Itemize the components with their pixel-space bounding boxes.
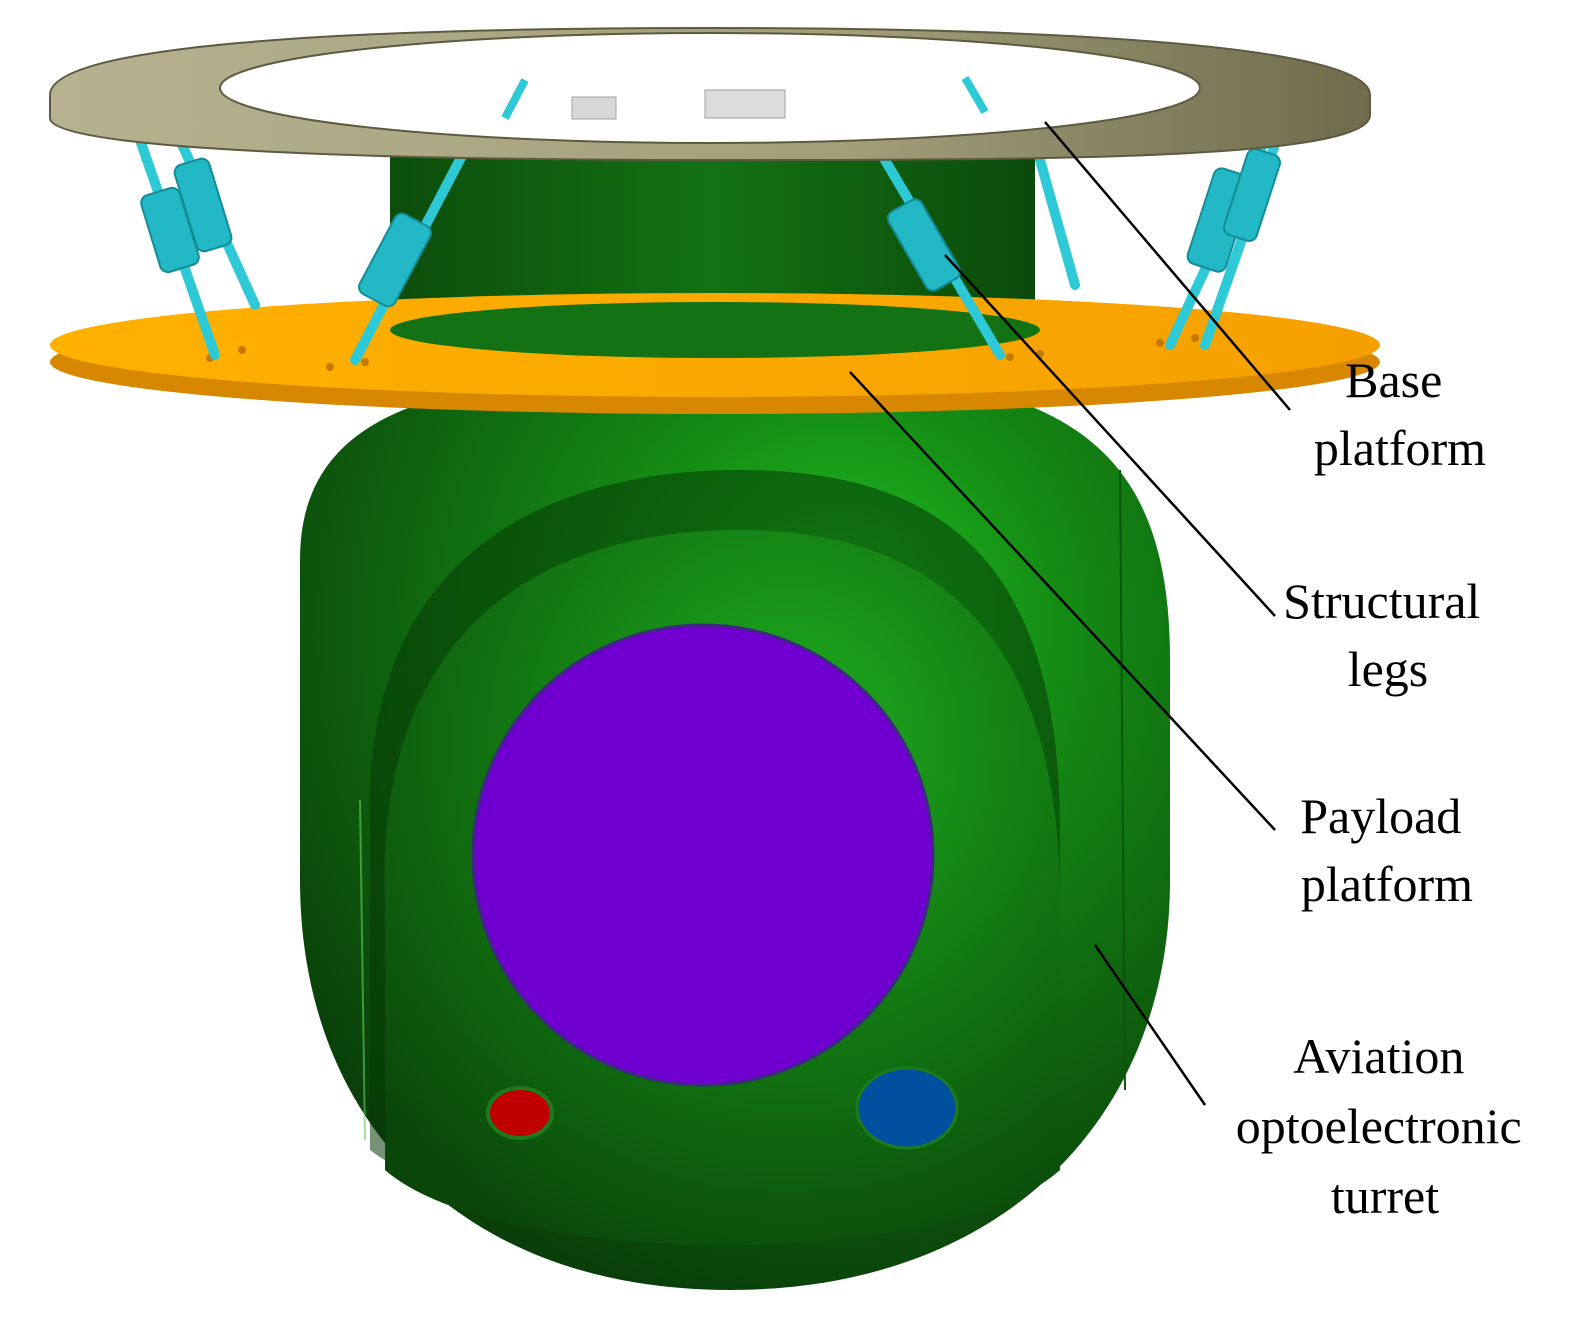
label-base-platform-line2: platform — [1314, 420, 1486, 476]
leader-payload-platform — [849, 371, 1276, 831]
payload-platform — [50, 293, 1380, 414]
leader-turret — [1093, 944, 1207, 1106]
main-lens — [471, 623, 935, 1087]
structural-legs-front — [135, 125, 1285, 365]
leader-lines — [849, 121, 1291, 1106]
base-platform — [49, 26, 1371, 162]
label-aviation-turret-line1: Aviation — [1293, 1028, 1464, 1084]
leader-base-platform — [1044, 121, 1291, 411]
leader-structural-legs — [944, 254, 1276, 617]
label-aviation-turret-line2: optoelectronic — [1236, 1098, 1522, 1154]
label-base-platform: Base platform — [1314, 352, 1486, 476]
label-aviation-turret: Aviation optoelectronic turret — [1236, 1028, 1535, 1224]
label-payload-platform-line1: Payload — [1300, 788, 1461, 844]
label-payload-platform-line2: platform — [1301, 856, 1473, 912]
label-payload-platform: Payload platform — [1300, 788, 1474, 912]
blue-window — [855, 1066, 959, 1150]
label-structural-legs-line2: legs — [1348, 641, 1429, 697]
label-structural-legs: Structural legs — [1283, 573, 1493, 697]
label-structural-legs-line1: Structural — [1283, 573, 1480, 629]
label-aviation-turret-line3: turret — [1331, 1168, 1439, 1224]
red-window — [486, 1086, 554, 1140]
label-base-platform-line1: Base — [1345, 352, 1442, 408]
